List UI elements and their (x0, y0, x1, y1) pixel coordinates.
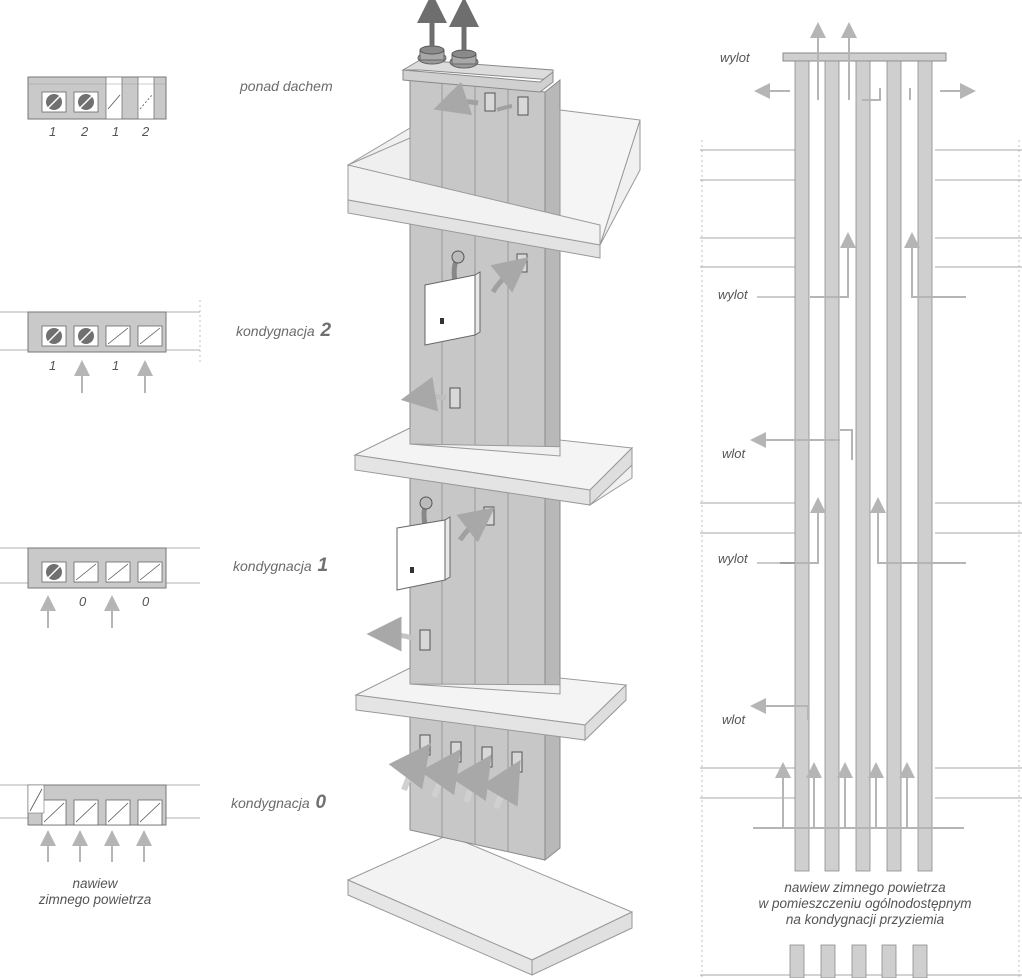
section-floor1-num-1: 0 (79, 594, 87, 609)
intake-caption-line-2: zimnego powietrza (38, 892, 152, 907)
label-inlet-mid: wlot (722, 446, 746, 461)
section-floor2-num-1: 1 (49, 358, 57, 373)
label-outlet-top: wylot (720, 50, 750, 65)
section-roof-num-1: 1 (49, 124, 57, 139)
level-label-floor2-number: 2 (320, 320, 332, 341)
ground-intake-caption-line-1: nawiew zimnego powietrza (784, 880, 946, 895)
section-roof-num-2: 2 (81, 124, 89, 139)
level-label-floor1-prefix: kondygnacja (233, 558, 312, 574)
section-floor1-num-2: 0 (142, 594, 150, 609)
intake-caption: nawiew zimnego powietrza (10, 876, 180, 908)
level-label-floor1-number: 1 (317, 555, 329, 576)
level-label-floor2-prefix: kondygnacja (236, 323, 315, 339)
section-floor1 (0, 547, 200, 628)
ground-intake-caption-line-2: w pomieszczeniu ogólnodostępnym (758, 896, 972, 911)
ground-intake-caption-line-3: na kondygnacji przyziemia (785, 912, 945, 927)
level-label-floor1: kondygnacja 1 (233, 555, 328, 577)
section-floor0 (0, 784, 200, 862)
level-label-floor0-prefix: kondygnacja (231, 795, 310, 811)
section-floor2-num-2: 1 (112, 358, 120, 373)
vertical-section (700, 22, 1022, 978)
level-label-floor0: kondygnacja 0 (231, 792, 326, 814)
chimney-3d (346, 0, 641, 976)
section-floor2 (0, 300, 201, 393)
section-roof-num-3: 1 (112, 124, 120, 139)
level-label-floor2: kondygnacja 2 (236, 320, 331, 342)
section-roof-num-4: 2 (142, 124, 150, 139)
level-label-floor0-number: 0 (315, 792, 327, 813)
label-outlet-floor2: wylot (718, 287, 748, 302)
level-label-roof: ponad dachem (240, 78, 333, 94)
label-outlet-floor1: wylot (718, 551, 748, 566)
intake-caption-line-1: nawiew (72, 876, 118, 891)
section-roof (27, 76, 167, 120)
label-inlet-low: wlot (722, 712, 746, 727)
ground-intake-caption: nawiew zimnego powietrza w pomieszczeniu… (712, 880, 1018, 928)
